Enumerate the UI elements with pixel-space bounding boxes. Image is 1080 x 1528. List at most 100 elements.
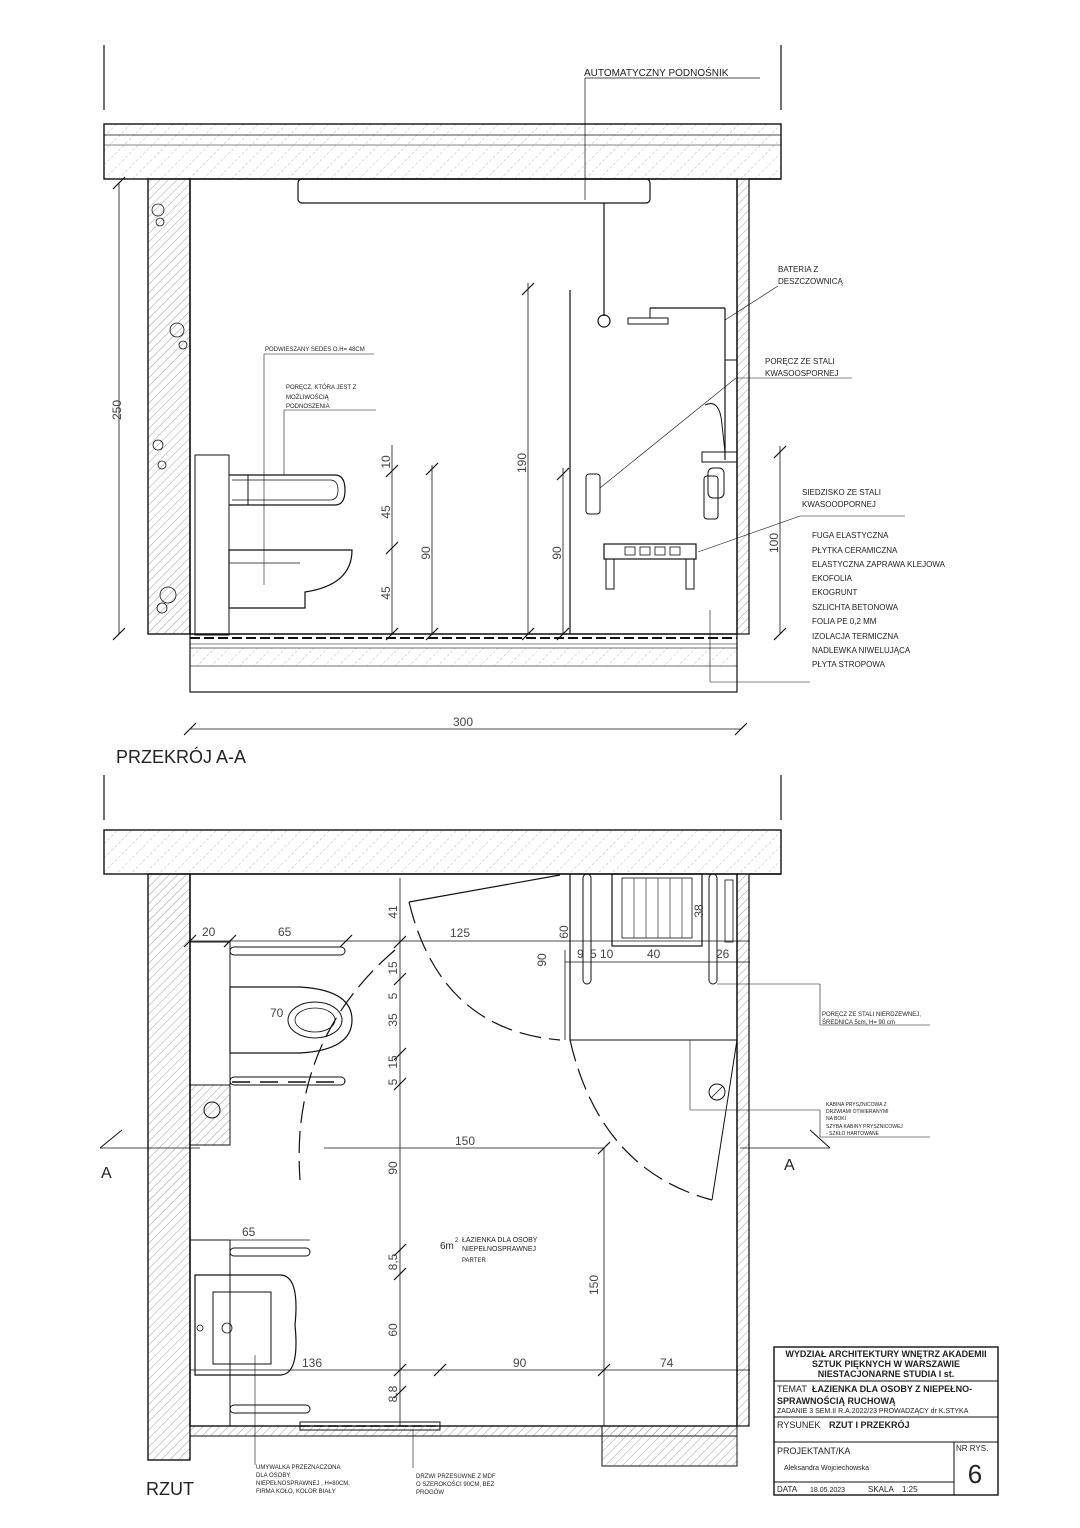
tb-school-1: WYDZIAŁ ARCHITEKTURY WNĘTRZ AKADEMII: [785, 1349, 986, 1359]
tb-info: ZADANIE 3 SEM.II R.A.2022/23 PROWADZĄCY …: [777, 1408, 969, 1415]
dim-300: 300: [453, 715, 473, 729]
title-block-texts: WYDZIAŁ ARCHITEKTURY WNĘTRZ AKADEMII SZT…: [777, 1349, 988, 1494]
note-cab-2: DRZWIAMI OTWIERANYMI: [826, 1109, 889, 1115]
dim-65b: 65: [242, 1225, 256, 1239]
tb-proj-name: Aleksandra Wojciechowska: [784, 1465, 869, 1472]
dim-90: 90: [386, 1161, 400, 1175]
dim-5b: 5: [386, 1078, 400, 1085]
layer-3: EKOFOLIA: [812, 574, 853, 583]
dim-90b: 90: [550, 546, 564, 560]
dim-8-8: 8,8: [386, 1385, 400, 1402]
dim-90b: 90: [513, 1356, 527, 1370]
dim-15a: 15: [386, 961, 400, 975]
tb-rys-value: RZUT I PRZEKRÓJ: [829, 1419, 910, 1430]
dim-20: 20: [202, 925, 216, 939]
section-title: PRZEKRÓJ A-A: [116, 746, 246, 767]
note-cab-3: NA BOKI: [826, 1116, 846, 1122]
label-battery-1: BATERIA Z: [778, 265, 818, 274]
dim-45b: 45: [379, 586, 393, 600]
dim-65a: 65: [278, 925, 292, 939]
tb-temat-1: ŁAZIENKA DLA OSOBY Z NIEPEŁNO-: [812, 1384, 972, 1394]
room-area: 6m: [440, 1241, 454, 1252]
dim-136: 136: [302, 1356, 322, 1370]
tb-nr-label: NR RYS.: [956, 1444, 988, 1453]
dim-40: 40: [647, 947, 661, 961]
tb-temat-2: SPRAWNOŚCIĄ RUCHOWĄ: [777, 1395, 896, 1406]
layer-6: FOLIA PE 0,2 MM: [812, 617, 877, 626]
dim-35: 35: [386, 1013, 400, 1027]
tb-data-value: 18.05.2023: [810, 1487, 845, 1494]
tb-school-3: NIESTACJONARNE STUDIA I st.: [818, 1369, 955, 1379]
tb-temat-label: TEMAT: [777, 1384, 807, 1394]
label-rail-1: PORĘCZ ZE STALI: [765, 357, 835, 366]
label-seat-1: SIEDZISKO ZE STALI: [802, 488, 881, 497]
tb-rys-label: RYSUNEK: [777, 1420, 820, 1430]
layer-9: PŁYTA STROPOWA: [812, 660, 886, 669]
dim-8-5: 8,5: [386, 1253, 400, 1270]
dim-45a: 45: [379, 505, 393, 519]
section-drawing: [103, 45, 905, 736]
dim-250: 250: [110, 400, 124, 420]
layer-1: PŁYTKA CERAMICZNA: [812, 546, 898, 555]
dim-41: 41: [386, 905, 400, 919]
note-sink-4: FIRMA KOŁO, KOLOR BIAŁY: [256, 1489, 336, 1495]
label-wc: PODWIESZANY SEDES O.H= 48CM: [265, 347, 365, 353]
plan-texts: 20 65 125 60 9 5 10 40 26 38 90 41 15 5 …: [101, 904, 921, 1499]
note-door-1: DRZWI PRZESUWNE Z MDF: [416, 1474, 496, 1480]
note-rail-1: PORĘCZ ZE STALI NIERDZEWNEJ,: [822, 1012, 921, 1018]
label-fold-2: MOŻLIWOŚCIĄ: [286, 393, 330, 401]
dim-9: 9: [577, 947, 584, 961]
label-battery-2: DESZCZOWNICĄ: [778, 277, 844, 286]
room-area-sup: 2: [455, 1238, 459, 1244]
section-texts: AUTOMATYCZNY PODNOŚNIK BATERIA Z DESZCZO…: [110, 66, 946, 767]
dim-60v: 60: [386, 1323, 400, 1337]
dim-10: 10: [600, 947, 614, 961]
layer-5: SZLICHTA BETONOWA: [812, 603, 899, 612]
tb-data-label: DATA: [777, 1485, 798, 1494]
room-name-1: ŁAZIENKA DLA OSOBY: [462, 1237, 538, 1244]
layer-7: IZOLACJA TERMICZNA: [812, 632, 899, 641]
tb-school-2: SZTUK PIĘKNYCH W WARSZAWIE: [812, 1359, 960, 1369]
plan-drawing: [99, 775, 930, 1468]
layer-8: NADLEWKA NIWELUJĄCA: [812, 646, 911, 655]
note-rail-2: ŚREDNICA 5cm, H= 90 cm: [822, 1018, 895, 1026]
label-fold-1: PORĘCZ, KTÓRA JEST Z: [286, 384, 357, 391]
note-sink-1: UMYWALKA PRZEZNACZONA: [256, 1465, 340, 1471]
tb-nr-value: 6: [968, 1459, 982, 1489]
dim-70: 70: [270, 1006, 284, 1020]
dim-90v: 90: [535, 953, 549, 967]
label-seat-2: KWASOODPORNEJ: [802, 500, 876, 509]
cut-mark-left: A: [101, 1165, 112, 1182]
layer-4: EKOGRUNT: [812, 588, 857, 597]
dim-150v: 150: [587, 1275, 601, 1295]
dim-60: 60: [557, 925, 571, 939]
tb-proj-label: PROJEKTANT/KA: [777, 1446, 850, 1456]
note-cab-1: KABINA PRYSZNICOWA Z: [826, 1102, 887, 1108]
dim-10: 10: [379, 455, 393, 469]
dim-38: 38: [692, 904, 706, 918]
dim-5a: 5: [386, 992, 400, 999]
dim-100: 100: [767, 533, 781, 553]
note-cab-4: SZYBA KABINY PRYSZNICOWEJ: [826, 1124, 903, 1130]
note-door-3: PROGÓW: [416, 1489, 444, 1496]
note-cab-5: - SZKŁO HARTOWANE: [826, 1131, 880, 1137]
dim-74: 74: [660, 1356, 674, 1370]
cut-mark-right: A: [784, 1157, 795, 1174]
dim-125: 125: [450, 926, 470, 940]
note-sink-3: NIEPEŁNOSPRAWNEJ , H=80CM,: [256, 1481, 350, 1487]
tb-skala-value: 1:25: [902, 1485, 918, 1494]
label-lift: AUTOMATYCZNY PODNOŚNIK: [584, 66, 729, 79]
tb-skala-label: SKALA: [868, 1485, 894, 1494]
room-name-2: NIEPEŁNOSPRAWNEJ: [462, 1246, 536, 1253]
label-rail-2: KWASOOSPORNEJ: [765, 369, 839, 378]
room-floor: PARTER: [462, 1258, 486, 1264]
note-sink-2: DLA OSOBY: [256, 1473, 290, 1479]
label-fold-3: PODNOSZENIA: [286, 404, 330, 410]
dim-5: 5: [590, 947, 597, 961]
dim-90a: 90: [419, 546, 433, 560]
dim-15b: 15: [386, 1055, 400, 1069]
dim-150h: 150: [455, 1134, 475, 1148]
layer-2: ELASTYCZNA ZAPRAWA KLEJOWA: [812, 560, 946, 569]
plan-title: RZUT: [146, 1479, 194, 1499]
